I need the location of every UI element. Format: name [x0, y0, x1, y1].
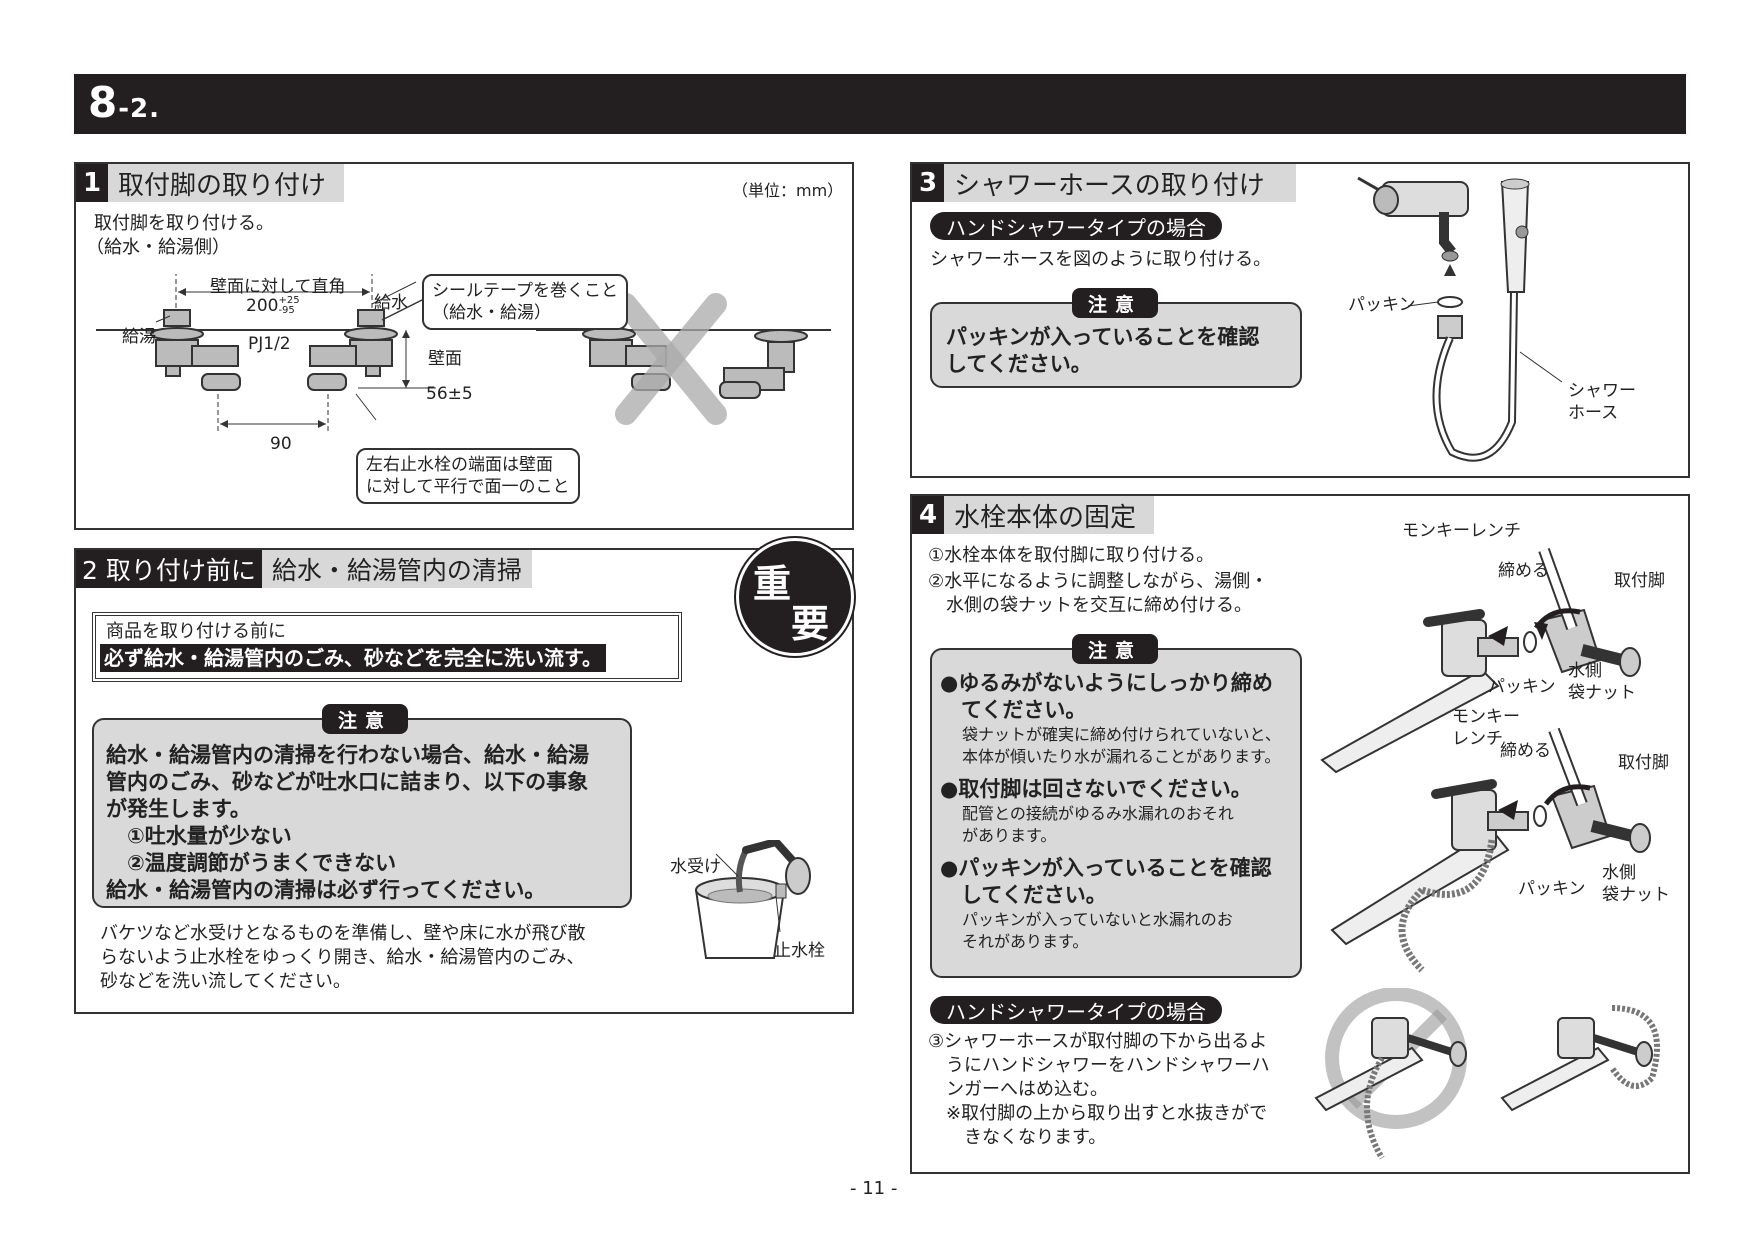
- section-title-1: 1 取付脚の取り付け: [76, 164, 344, 202]
- caution-text-2: 給水・給湯管内の清掃を行わない場合、給水・給湯 管内のごみ、砂などが吐水口に詰ま…: [106, 743, 589, 902]
- hand-shower-pill: ハンドシャワータイプの場合: [930, 212, 1222, 240]
- important-notice-box: 商品を取り付ける前に 必ず給水・給湯管内のごみ、砂などを完全に洗い流す。: [92, 612, 682, 682]
- section-number-3: 3: [912, 164, 944, 202]
- section-number: 8-2.: [88, 78, 160, 127]
- dimension-56: 56±5: [426, 384, 473, 404]
- section-heading-3: シャワーホースの取り付け: [954, 170, 1265, 201]
- packing-label-2: パッキン: [1518, 879, 1586, 899]
- bucket-illustration: [694, 840, 811, 959]
- packing-label: パッキン: [1348, 295, 1416, 315]
- hand-shower-pill: ハンドシャワータイプの場合: [930, 996, 1222, 1024]
- section-number-1: 1: [76, 164, 108, 202]
- wall-label: 壁面: [428, 349, 462, 369]
- panel-pipe-cleaning: 2 取り付け前に 給水・給湯管内の清掃 重 要 商品を取り付ける前に 必ず給水・…: [74, 538, 854, 1014]
- cleaning-instructions: バケツなど水受けとなるものを準備し、壁や床に水が飛び散 らないよう止水栓をゆっく…: [100, 923, 586, 992]
- page-number: - 11 -: [850, 1178, 898, 1199]
- seal-tape-callout: シールテープを巻くこと（給水・給湯）: [422, 274, 628, 330]
- dimension-90: 90: [270, 434, 292, 454]
- leg-label-1: 取付脚: [1614, 571, 1665, 591]
- perpendicular-label: 壁面に対して直角: [210, 277, 346, 297]
- water-supply-label: 給水: [374, 293, 408, 313]
- caution-tag: 注意: [322, 704, 408, 734]
- nut-label-1: 水側袋ナット: [1568, 661, 1636, 703]
- hanger-illustration: [1314, 988, 1660, 1160]
- stopcock-label: 止水栓: [774, 941, 825, 961]
- section-number-4: 4: [912, 496, 944, 534]
- section-title-2: 2 取り付け前に 給水・給湯管内の清掃: [76, 550, 532, 588]
- section-heading-2-light: 給水・給湯管内の清掃: [261, 550, 532, 588]
- shower-hose-label: シャワーホース: [1568, 381, 1636, 423]
- panel-shower-hose: 3 シャワーホースの取り付け ハンドシャワータイプの場合 シャワーホースを図のよ…: [910, 162, 1690, 478]
- wrench-label-2: モンキーレンチ: [1452, 707, 1520, 749]
- caution-box-2: [92, 718, 632, 908]
- section-title-3: 3 シャワーホースの取り付け: [912, 164, 1296, 202]
- section-title-4: 4 水栓本体の固定: [912, 496, 1154, 534]
- hanger-step: ③シャワーホースが取付脚の下から出るよ うにハンドシャワーをハンドシャワーハ ン…: [928, 1031, 1270, 1148]
- section-heading-4: 水栓本体の固定: [954, 502, 1137, 533]
- faucet-fixing-steps: ①水栓本体を取付脚に取り付ける。 ②水平になるように調整しながら、湯側・ 水側の…: [928, 545, 1269, 616]
- instruction-line: 取付脚を取り付ける。: [94, 213, 274, 234]
- section-header-bar: 8-2.: [74, 74, 1686, 134]
- tighten-label-1: 締める: [1498, 561, 1549, 581]
- panel-mounting-legs: 1 取付脚の取り付け （単位：mm） 取付脚を取り付ける。 （給水・給湯側）: [74, 162, 854, 530]
- mounting-leg-diagram: [96, 274, 831, 432]
- water-receiver-label: 水受け: [670, 857, 721, 877]
- dimension-200: 200+25-95: [246, 295, 300, 317]
- leg-label-2: 取付脚: [1618, 753, 1669, 773]
- packing-label-1: パッキン: [1488, 677, 1556, 697]
- caution-text-3: パッキンが入っていることを確認 してください。: [946, 325, 1260, 376]
- unit-note: （単位：mm）: [732, 181, 844, 200]
- instruction-line: （給水・給湯側）: [86, 237, 230, 258]
- hot-supply-label: 給湯: [122, 327, 156, 347]
- instruction-line: シャワーホースを図のように取り付ける。: [930, 249, 1272, 270]
- caution-text-4: ●ゆるみがないようにしっかり締め てください。 袋ナットが確実に締め付けられてい…: [940, 671, 1281, 951]
- pj-label: PJ1/2: [248, 334, 291, 354]
- panel-faucet-fixing: 4 水栓本体の固定 ①水栓本体を取付脚に取り付ける。 ②水平になるように調整しな…: [910, 494, 1690, 1174]
- caution-tag: 注意: [1072, 288, 1158, 318]
- section-heading-1: 取付脚の取り付け: [118, 170, 327, 201]
- wrench-label-1: モンキーレンチ: [1402, 521, 1521, 541]
- caution-tag: 注意: [1072, 634, 1158, 664]
- parallel-callout: 左右止水栓の端面は壁面に対して平行で面一のこと: [356, 448, 580, 504]
- important-badge: 重 要: [736, 538, 854, 656]
- tighten-label-2: 締める: [1500, 741, 1551, 761]
- section-heading-2-dark: 2 取り付け前に: [76, 550, 262, 588]
- shower-hose-illustration: [1357, 176, 1563, 462]
- faucet-fixing-illustration: [1320, 547, 1651, 973]
- nut-label-2: 水側袋ナット: [1602, 863, 1670, 905]
